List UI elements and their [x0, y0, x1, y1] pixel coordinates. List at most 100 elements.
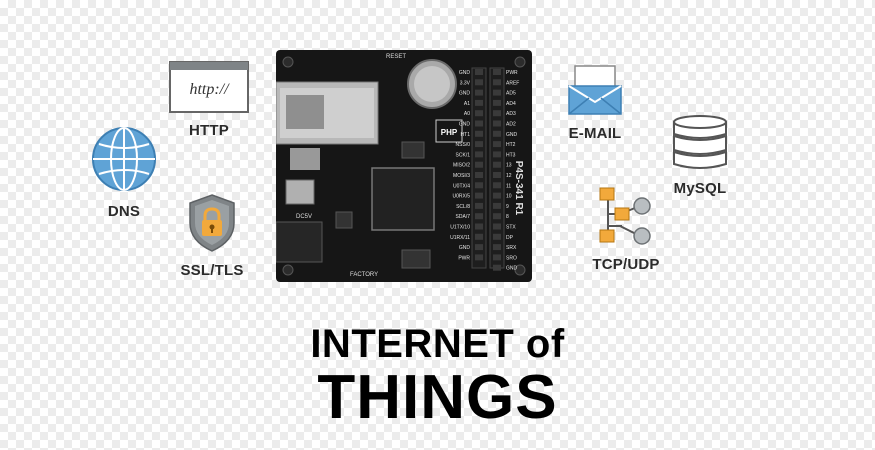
pin-label-left-pin-13 [475, 202, 483, 209]
pin-label-right-pin-12 [493, 192, 501, 199]
pin-label-right-pin-15 [493, 223, 501, 230]
pin-label-left-pin-1 [475, 79, 483, 86]
pin-label-right-pin-8 [493, 151, 501, 158]
pin-label-right-pin-18 [493, 254, 501, 261]
pin-label-right-pin-11 [493, 182, 501, 189]
title-line2: THINGS [317, 363, 558, 432]
pin-label-right-pin-9 [493, 161, 501, 168]
pin-label-right-pin-3 [493, 99, 501, 106]
pin-label-right-pin-6 [493, 130, 501, 137]
pin-label-left-6: HT1 [461, 132, 471, 138]
power-text: DC5V [296, 214, 312, 220]
pin-label-right-7: HT2 [506, 142, 516, 148]
pin-label-left-5: GND [459, 122, 471, 128]
pin-label-right-14: 8 [506, 214, 509, 220]
pin-label-left-17: GND [459, 245, 471, 251]
mysql-label: MySQL [673, 180, 727, 197]
pin-label-left-pin-10 [475, 172, 483, 178]
pin-label-right-pin-2 [493, 89, 501, 96]
pin-label-right-2: AD5 [506, 91, 516, 97]
pin-label-left-pin-3 [475, 99, 483, 106]
php-text: PHP [441, 128, 458, 137]
factory-text: FACTORY [350, 272, 378, 278]
pin-label-right-12: 10 [506, 194, 512, 200]
title-line1: INTERNET of [310, 322, 565, 366]
pin-label-right-pin-16 [493, 233, 501, 240]
pin-label-left-pin-11 [475, 182, 483, 189]
pin-label-right-1: AREF [506, 80, 519, 86]
pin-label-right-15: STX [506, 225, 516, 231]
pin-label-left-7: NSS/0 [456, 142, 471, 148]
pin-label-right-3: AD4 [506, 101, 516, 107]
pin-label-right-6: GND [506, 132, 518, 138]
pin-label-left-15: U1TX/10 [450, 225, 470, 231]
pin-label-right-11: 11 [506, 183, 511, 189]
http-url-text: http:// [189, 81, 230, 98]
pin-label-right-4: AD3 [506, 111, 516, 117]
email-label: E-MAIL [568, 125, 622, 142]
pin-label-right-17: SRX [506, 245, 517, 251]
pin-label-left-14: SDA/7 [456, 214, 471, 220]
pin-label-left-13: SCL/8 [456, 204, 470, 210]
pin-label-right-pin-7 [493, 141, 501, 148]
pin-label-left-pin-12 [475, 192, 483, 199]
pin-label-left-0: GND [459, 70, 471, 76]
browser-icon: http:// [168, 60, 250, 114]
ssl-label: SSL/TLS [180, 262, 244, 279]
pin-label-left-pin-6 [475, 130, 483, 137]
pin-label-right-8: HT3 [506, 152, 516, 158]
pin-label-right-pin-4 [493, 110, 501, 117]
pin-label-left-pin-15 [475, 223, 483, 230]
pin-label-right-pin-1 [493, 79, 501, 86]
pin-label-right-pin-14 [493, 213, 501, 220]
pin-label-right-pin-5 [493, 120, 501, 127]
dns-label: DNS [107, 203, 141, 220]
pin-label-right-pin-10 [493, 172, 501, 178]
pin-label-left-pin-18 [475, 254, 483, 261]
pin-label-right-pin-19 [493, 264, 501, 271]
pin-label-left-pin-2 [475, 89, 483, 96]
pin-label-left-12: U0RX/5 [452, 194, 470, 200]
pin-label-left-pin-0 [475, 69, 483, 75]
pin-label-right-13: 9 [506, 204, 509, 210]
http-label: HTTP [189, 122, 229, 139]
pin-label-right-pin-17 [493, 244, 501, 251]
pin-label-right-16: DP [506, 235, 514, 241]
pin-label-right-pin-0 [493, 69, 501, 75]
pin-label-right-10: 12 [506, 173, 512, 179]
pin-label-left-16: U1RX/11 [450, 235, 470, 241]
pin-label-right-19: GND [506, 266, 518, 272]
tcp-label: TCP/UDP [592, 256, 660, 273]
network-tree-icon [598, 186, 654, 246]
pin-label-right-5: AD2 [506, 122, 516, 128]
lock-shield-icon [187, 193, 237, 253]
database-icon [671, 114, 729, 172]
pin-label-left-pin-14 [475, 213, 483, 220]
pin-label-left-pin-16 [475, 233, 483, 240]
pin-label-left-9: MISO/2 [453, 163, 470, 169]
pin-label-left-pin-8 [475, 151, 483, 158]
pin-label-left-11: U0TX/4 [453, 183, 470, 189]
iot-board-image: PHP P4S-341 R1 RESET FACTORY DC5V GND 3.3… [275, 50, 532, 282]
pin-label-left-18: PWR [458, 255, 470, 261]
pin-label-left-1: 3.3V [460, 80, 471, 86]
board-model-text: P4S-341 R1 [513, 161, 524, 216]
pin-label-left-3: A1 [464, 101, 470, 107]
pin-label-left-pin-9 [475, 161, 483, 168]
globe-icon [91, 126, 157, 192]
pin-label-left-pin-7 [475, 141, 483, 148]
pin-label-left-2: GND [459, 91, 471, 97]
pin-label-right-9: 13 [506, 163, 512, 169]
pin-label-left-pin-17 [475, 244, 483, 251]
pin-label-left-4: A0 [464, 111, 470, 117]
reset-text: RESET [386, 54, 406, 60]
pin-label-left-pin-4 [475, 110, 483, 117]
pin-labels-left: GND3.3VGNDA1A0GNDHT1NSS/0SCK/1MISO/2MOSI… [450, 69, 483, 261]
pin-label-right-0: PWR [506, 70, 518, 76]
pin-label-right-18: SRO [506, 255, 517, 261]
pin-label-left-10: MOSI/3 [453, 173, 470, 179]
envelope-icon [567, 64, 623, 116]
pin-label-left-pin-5 [475, 120, 483, 127]
